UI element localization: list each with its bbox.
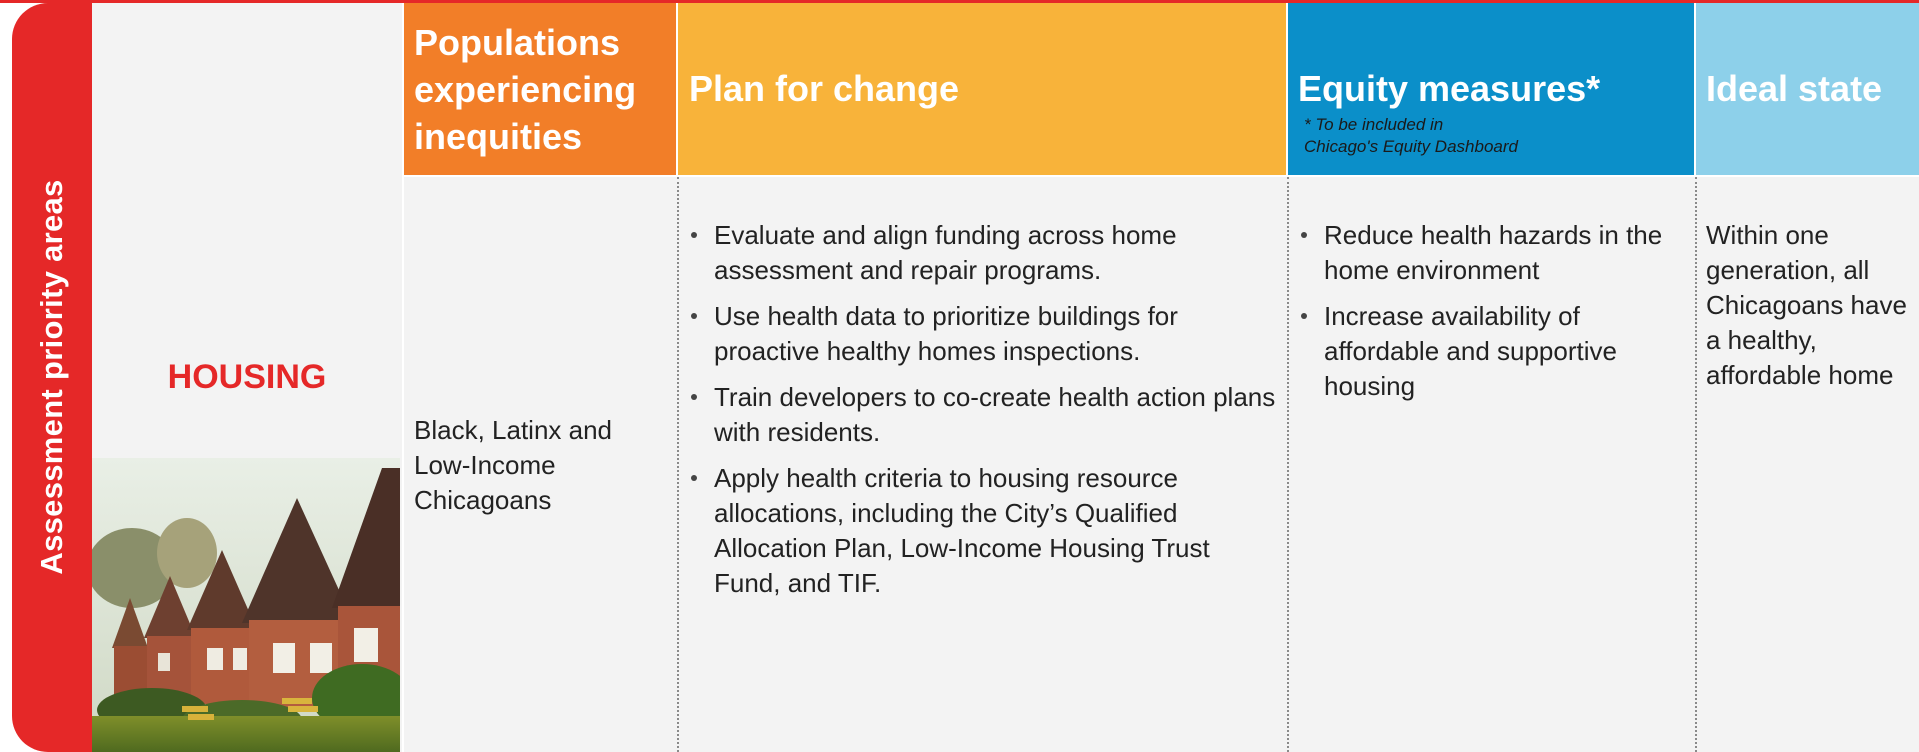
header-populations-title: Populations experiencing inequities bbox=[414, 22, 637, 157]
header-plan-title: Plan for change bbox=[689, 68, 960, 109]
side-tab-label: Assessment priority areas bbox=[34, 179, 69, 575]
populations-cell: Black, Latinx and Low-Income Chicagoans bbox=[414, 415, 613, 515]
equity-cell: Reduce health hazards in the home enviro… bbox=[1300, 218, 1680, 415]
list-item: Train developers to co-create health act… bbox=[690, 380, 1280, 450]
plan-item-text: Evaluate and align funding across home a… bbox=[714, 220, 1177, 285]
plan-item-text: Apply health criteria to housing resourc… bbox=[714, 463, 1210, 598]
header-populations: Populations experiencing inequities bbox=[404, 3, 676, 175]
list-item: Evaluate and align funding across home a… bbox=[690, 218, 1280, 288]
header-ideal-title: Ideal state bbox=[1706, 68, 1883, 109]
row-of-brick-houses-photo-icon bbox=[92, 458, 400, 752]
priority-area-name: HOUSING bbox=[167, 358, 327, 396]
column-divider bbox=[1287, 177, 1289, 752]
header-plan: Plan for change bbox=[678, 3, 1286, 175]
equity-dashboard-note: * To be included in Chicago's Equity Das… bbox=[1298, 114, 1694, 158]
equity-note-line-2: Chicago's Equity Dashboard bbox=[1304, 137, 1518, 156]
bullet-icon bbox=[1301, 313, 1307, 319]
plan-item-text: Train developers to co-create health act… bbox=[714, 382, 1276, 447]
bullet-icon bbox=[691, 394, 697, 400]
bullet-icon bbox=[691, 232, 697, 238]
ideal-state-cell: Within one generation, all Chicagoans ha… bbox=[1706, 220, 1907, 390]
priority-area-panel: HOUSING bbox=[92, 3, 402, 752]
top-border bbox=[0, 0, 1919, 3]
header-ideal: Ideal state bbox=[1696, 3, 1919, 175]
plan-cell: Evaluate and align funding across home a… bbox=[690, 218, 1280, 612]
plan-list: Evaluate and align funding across home a… bbox=[690, 218, 1280, 601]
list-item: Reduce health hazards in the home enviro… bbox=[1300, 218, 1680, 288]
list-item: Increase availability of affordable and … bbox=[1300, 299, 1680, 404]
housing-row bbox=[404, 177, 1919, 752]
header-equity: Equity measures* * To be included in Chi… bbox=[1288, 3, 1694, 175]
bullet-icon bbox=[1301, 232, 1307, 238]
plan-item-text: Use health data to prioritize buildings … bbox=[714, 301, 1178, 366]
bullet-icon bbox=[691, 313, 697, 319]
equity-item-text: Increase availability of affordable and … bbox=[1324, 301, 1617, 401]
equity-note-line-1: * To be included in bbox=[1304, 115, 1444, 134]
column-divider bbox=[1695, 177, 1697, 752]
header-equity-title: Equity measures* bbox=[1298, 68, 1601, 109]
column-divider bbox=[677, 177, 679, 752]
side-tab bbox=[12, 3, 92, 752]
bullet-icon bbox=[691, 475, 697, 481]
list-item: Apply health criteria to housing resourc… bbox=[690, 461, 1280, 601]
equity-item-text: Reduce health hazards in the home enviro… bbox=[1324, 220, 1663, 285]
housing-photo bbox=[92, 458, 400, 752]
equity-list: Reduce health hazards in the home enviro… bbox=[1300, 218, 1680, 404]
list-item: Use health data to prioritize buildings … bbox=[690, 299, 1280, 369]
